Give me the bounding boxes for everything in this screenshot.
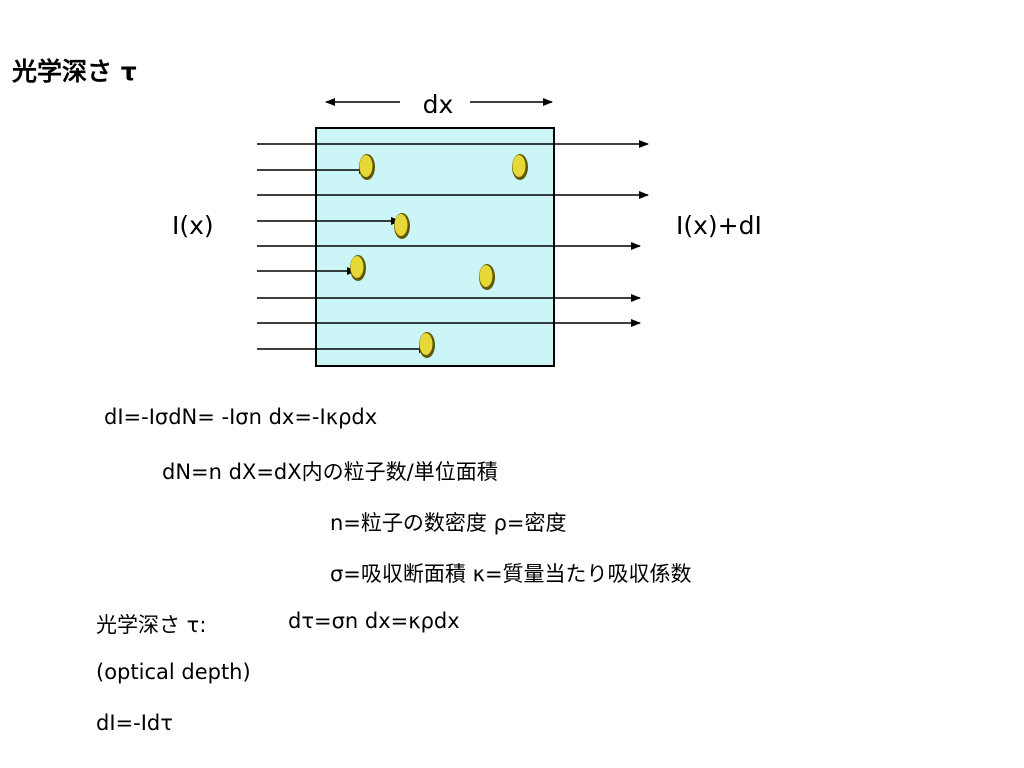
slide-title: 光学深さ τ <box>12 57 137 86</box>
equation-di: dI=-IσdN= -Iσn dx=-Iκρdx <box>104 405 378 429</box>
intensity-out-label: I(x)+dI <box>676 211 762 240</box>
equation-di-dtau: dI=-Idτ <box>96 711 173 735</box>
particle <box>394 213 410 239</box>
dx-label: dx <box>423 90 454 119</box>
particle <box>359 154 375 180</box>
equation-dn: dN=n dX=dX内の粒子数/単位面積 <box>162 460 498 484</box>
definition-sigma-kappa: σ=吸収断面積 κ=質量当たり吸収係数 <box>330 562 692 586</box>
definition-n-rho: n=粒子の数密度 ρ=密度 <box>330 511 567 535</box>
intensity-in-label: I(x) <box>172 211 214 240</box>
optical-depth-label: 光学深さ τ: <box>96 613 207 637</box>
particle <box>350 255 366 281</box>
particle <box>512 154 528 180</box>
particle <box>479 264 495 290</box>
optical-depth-english: (optical depth) <box>96 660 251 684</box>
equation-dtau: dτ=σn dx=κρdx <box>288 609 460 633</box>
particle <box>419 332 435 358</box>
